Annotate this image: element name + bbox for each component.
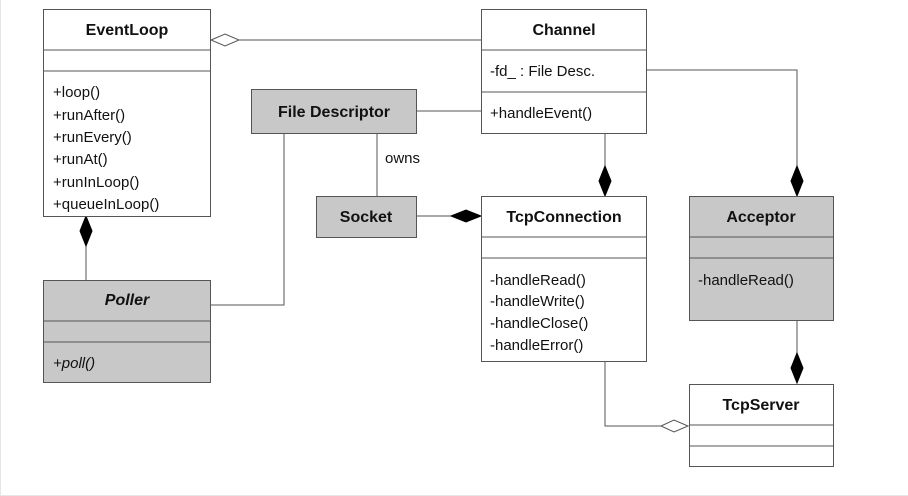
open-diamond [659,419,690,433]
method: -handleClose() [490,315,588,332]
method: +loop() [53,84,100,101]
filled-diamond [790,351,804,385]
eventloop-poller-composition [79,214,93,280]
class-filedescriptor: File Descriptor [251,89,417,134]
filled-diamond [79,214,93,248]
tcpserver-acceptor-composition [790,321,804,385]
tcpconnection-socket-composition [417,209,483,223]
owns-label: owns [385,150,420,167]
method: -handleRead() [490,272,586,289]
method: -handleError() [490,337,583,354]
method: +poll() [53,355,95,372]
attribute: -fd_ : File Desc. [490,63,595,80]
class-name: Channel [532,22,595,39]
eventloop-channel-aggregation [209,33,481,47]
method: -handleRead() [698,272,794,289]
method: +runEvery() [53,129,132,146]
method: +runAfter() [53,107,125,124]
class-name: TcpServer [722,397,799,414]
class-name: TcpConnection [506,209,621,226]
method: +runAt() [53,151,108,168]
method: +runInLoop() [53,174,139,191]
poller-filedescriptor-link [211,134,285,306]
method: +handleEvent() [490,105,592,122]
filled-diamond [449,209,483,223]
method: +queueInLoop() [53,196,159,213]
class-acceptor: Acceptor -handleRead() [689,196,834,321]
class-socket: Socket [316,196,417,238]
tcpconnection-channel-composition [598,134,612,198]
class-name: Poller [105,292,150,309]
class-poller: Poller +poll() [43,280,211,383]
class-name: Acceptor [726,209,795,226]
class-name: Socket [340,209,393,226]
class-name: EventLoop [86,22,169,39]
class-name: File Descriptor [278,104,390,121]
filled-diamond [598,164,612,198]
acceptor-channel-composition [647,69,804,198]
class-tcpserver: TcpServer [689,384,834,467]
tcpserver-tcpconnection-aggregation [604,362,690,433]
class-eventloop: EventLoop +loop() +runAfter() +runEvery(… [43,9,211,217]
method: -handleWrite() [490,293,585,310]
class-tcpconnection: TcpConnection -handleRead() -handleWrite… [481,196,647,362]
open-diamond [209,33,241,47]
class-channel: Channel -fd_ : File Desc. +handleEvent() [481,9,647,134]
filled-diamond [790,164,804,198]
